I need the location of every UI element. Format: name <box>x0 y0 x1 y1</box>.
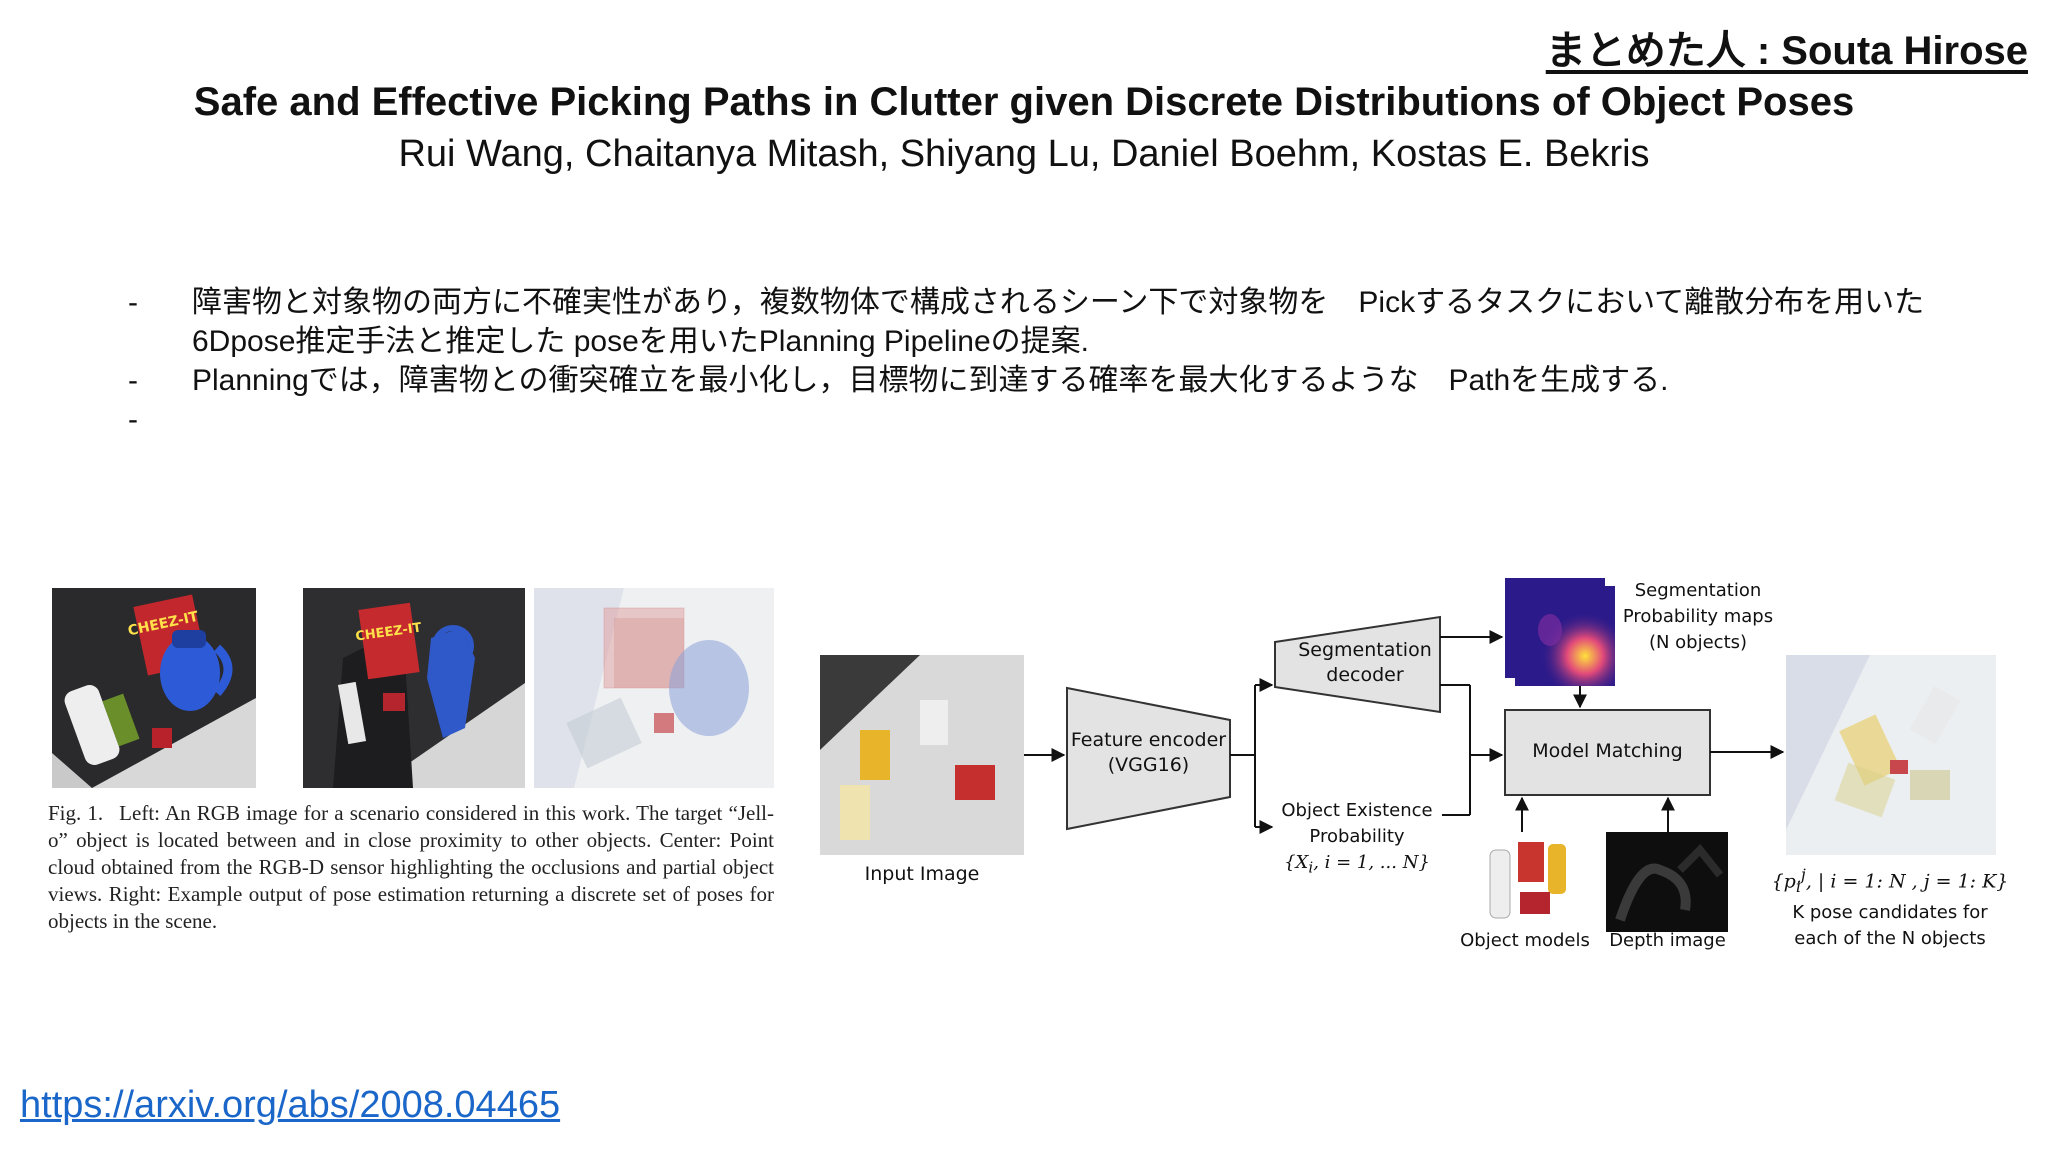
object-existence-label: Object Existence Probability {Xi, i = 1,… <box>1272 798 1442 881</box>
feature-encoder-label: Feature encoder (VGG16) <box>1067 728 1230 778</box>
pose-formula: {pij, | i = 1: N , j = 1: K} <box>1768 862 2012 900</box>
segmentation-maps-label: Segmentation Probability maps (N objects… <box>1618 578 1778 656</box>
input-image-thumbnail <box>820 655 1024 855</box>
segmentation-decoder-line: decoder <box>1326 664 1404 686</box>
author-credit: まとめた人 : Souta Hirose <box>1545 29 2028 73</box>
pose-caption-line: each of the N objects <box>1794 928 1986 950</box>
model-matching-label: Model Matching <box>1532 740 1683 762</box>
figure1-photos: CHEEZ-IT CHEEZ-IT <box>52 588 774 788</box>
formula-subscript: i <box>1308 858 1314 877</box>
feature-encoder-line: (VGG16) <box>1107 754 1190 776</box>
formula-superscript: j <box>1800 865 1806 884</box>
bullet-dash: - <box>128 286 138 319</box>
formula-part: {X <box>1284 852 1309 873</box>
formula-part: , | i = 1: N , j = 1: K} <box>1805 870 2009 893</box>
rgb-scene-photo: CHEEZ-IT <box>52 588 256 788</box>
bullet-line: Planningでは，障害物との衝突確立を最小化し，目標物に到達する確率を最大化… <box>192 364 1669 397</box>
object-models-label: Object models <box>1460 930 1590 951</box>
feature-encoder-block <box>1066 686 1231 831</box>
bullet-item: - <box>128 400 1928 439</box>
arxiv-link[interactable]: https://arxiv.org/abs/2008.04465 <box>20 1084 561 1126</box>
caption-figure-number: Fig. 1. <box>48 801 104 825</box>
formula-subscript: i <box>1795 877 1801 897</box>
object-existence-line: Probability <box>1309 826 1405 847</box>
object-models-thumbnail <box>1489 842 1566 919</box>
bullet-dash: - <box>128 364 138 397</box>
depth-image-label: Depth image <box>1609 930 1726 951</box>
bullet-line: 障害物と対象物の両方に不確実性があり，複数物体で構成されるシーン下で対象物を P… <box>192 286 1925 319</box>
feature-encoder-line: Feature encoder <box>1070 729 1227 751</box>
segmentation-decoder-block <box>1274 615 1441 714</box>
paper-authors: Rui Wang, Chaitanya Mitash, Shiyang Lu, … <box>398 133 1650 175</box>
pose-estimation-photo <box>534 588 774 788</box>
pipeline-diagram: Input Image Feature encoder (VGG16) Segm… <box>810 570 2020 960</box>
formula-part: , i = 1, ... N} <box>1313 852 1430 873</box>
segmentation-decoder-line: Segmentation <box>1298 639 1432 661</box>
model-matching-block <box>1504 709 1711 796</box>
depth-image-thumbnail <box>1606 832 1728 932</box>
bullet-dash: - <box>128 403 138 436</box>
bullet-item: - Planningでは，障害物との衝突確立を最小化し，目標物に到達する確率を最… <box>128 361 1928 400</box>
caption-text: Left: An RGB image for a scenario consid… <box>48 801 774 933</box>
object-existence-formula: {Xi, i = 1, ... N} <box>1272 850 1442 881</box>
summary-bullets: - 障害物と対象物の両方に不確実性があり，複数物体で構成されるシーン下で対象物を… <box>128 283 1928 439</box>
input-image-label: Input Image <box>864 863 980 885</box>
formula-part: {p <box>1771 870 1796 893</box>
segmentation-maps-line: (N objects) <box>1648 632 1748 653</box>
segmentation-maps-stack <box>1505 578 1615 686</box>
bullet-line <box>192 400 1928 439</box>
pose-candidates-label: {pij, | i = 1: N , j = 1: K} K pose cand… <box>1768 862 2012 952</box>
point-cloud-photo: CHEEZ-IT <box>303 588 525 788</box>
pose-candidates-thumbnail <box>1786 655 1996 855</box>
figure1-caption: Fig. 1.Left: An RGB image for a scenario… <box>48 800 774 935</box>
pose-caption-line: K pose candidates for <box>1792 902 1988 924</box>
object-existence-line: Object Existence <box>1281 800 1433 821</box>
bullet-item: - 障害物と対象物の両方に不確実性があり，複数物体で構成されるシーン下で対象物を… <box>128 283 1928 361</box>
segmentation-maps-line: Segmentation <box>1634 580 1762 601</box>
segmentation-decoder-label: Segmentation decoder <box>1290 638 1440 688</box>
paper-title: Safe and Effective Picking Paths in Clut… <box>193 80 1855 124</box>
bullet-line: 6Dpose推定手法と推定した poseを用いたPlanning Pipelin… <box>192 325 1089 358</box>
segmentation-maps-line: Probability maps <box>1622 606 1774 627</box>
